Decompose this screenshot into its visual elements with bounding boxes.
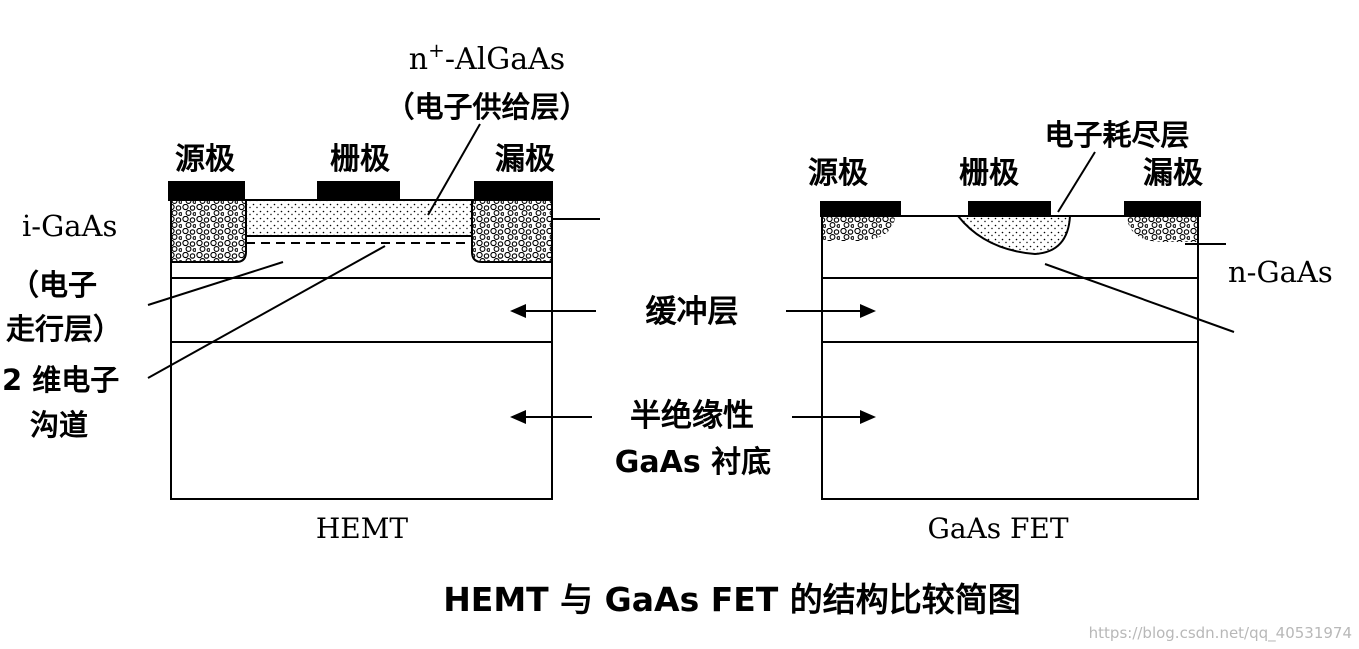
hemt-gate-contact bbox=[317, 181, 400, 201]
fet-drain-label: 漏极 bbox=[1143, 156, 1203, 191]
figure-caption: HEMT 与 GaAs FET 的结构比较简图 bbox=[443, 580, 1021, 619]
hemt-igaas-label: i-GaAs bbox=[22, 209, 117, 243]
buffer-right-arrow bbox=[786, 304, 876, 318]
fet-structure bbox=[820, 201, 1201, 500]
hemt-buffer-layer bbox=[170, 277, 553, 343]
fet-source-implant bbox=[823, 217, 895, 241]
hemt-structure bbox=[168, 181, 553, 500]
hemt-channel-label-line1: 2 维电子 bbox=[2, 363, 119, 397]
buffer-layer-label: 缓冲层 bbox=[646, 294, 739, 330]
hemt-transit-leader-line bbox=[147, 261, 284, 306]
fet-depletion-region bbox=[955, 215, 1072, 256]
fet-ngaas-leader-line bbox=[1044, 263, 1235, 333]
buffer-left-arrow bbox=[510, 304, 596, 318]
fet-buffer-layer bbox=[821, 277, 1199, 343]
hemt-title: HEMT bbox=[316, 512, 409, 545]
hemt-gate-label: 栅极 bbox=[330, 142, 390, 177]
fet-gate-contact bbox=[968, 201, 1051, 217]
fet-substrate bbox=[821, 341, 1199, 500]
fet-depletion-leader-line bbox=[1057, 151, 1096, 213]
hemt-substrate bbox=[170, 341, 553, 500]
hemt-transit-label-line1: （电子 bbox=[10, 268, 97, 302]
fet-drain-contact bbox=[1124, 201, 1201, 217]
fet-depletion-label: 电子耗尽层 bbox=[1044, 118, 1189, 152]
fet-gate-label: 栅极 bbox=[959, 156, 1019, 191]
substrate-label-line2: GaAs 衬底 bbox=[615, 445, 771, 480]
fet-source-contact bbox=[820, 201, 901, 217]
substrate-right-arrow bbox=[792, 410, 876, 424]
hemt-supply-leader-line bbox=[427, 123, 481, 216]
substrate-label-line1: 半绝缘性 bbox=[630, 398, 754, 434]
hemt-channel-leader-line bbox=[147, 245, 386, 379]
watermark: https://blog.csdn.net/qq_40531974 bbox=[1089, 624, 1352, 643]
fet-title: GaAs FET bbox=[927, 512, 1068, 545]
fet-drain-implant bbox=[1127, 217, 1197, 242]
substrate-left-arrow bbox=[510, 410, 592, 424]
hemt-transit-label-line2: 走行层） bbox=[6, 312, 122, 346]
hemt-supply-layer-name: n+-AlGaAs bbox=[409, 38, 565, 77]
fet-ngaas-label: n-GaAs bbox=[1228, 255, 1333, 289]
hemt-channel-label-line2: 沟道 bbox=[30, 408, 88, 442]
hemt-drain-label: 漏极 bbox=[495, 142, 555, 177]
hemt-supply-layer-desc: （电子供给层） bbox=[385, 90, 588, 124]
fet-source-label: 源极 bbox=[808, 156, 868, 191]
hemt-source-label: 源极 bbox=[175, 142, 235, 177]
hemt-drain-contact bbox=[474, 181, 553, 201]
hemt-source-contact bbox=[168, 181, 245, 201]
